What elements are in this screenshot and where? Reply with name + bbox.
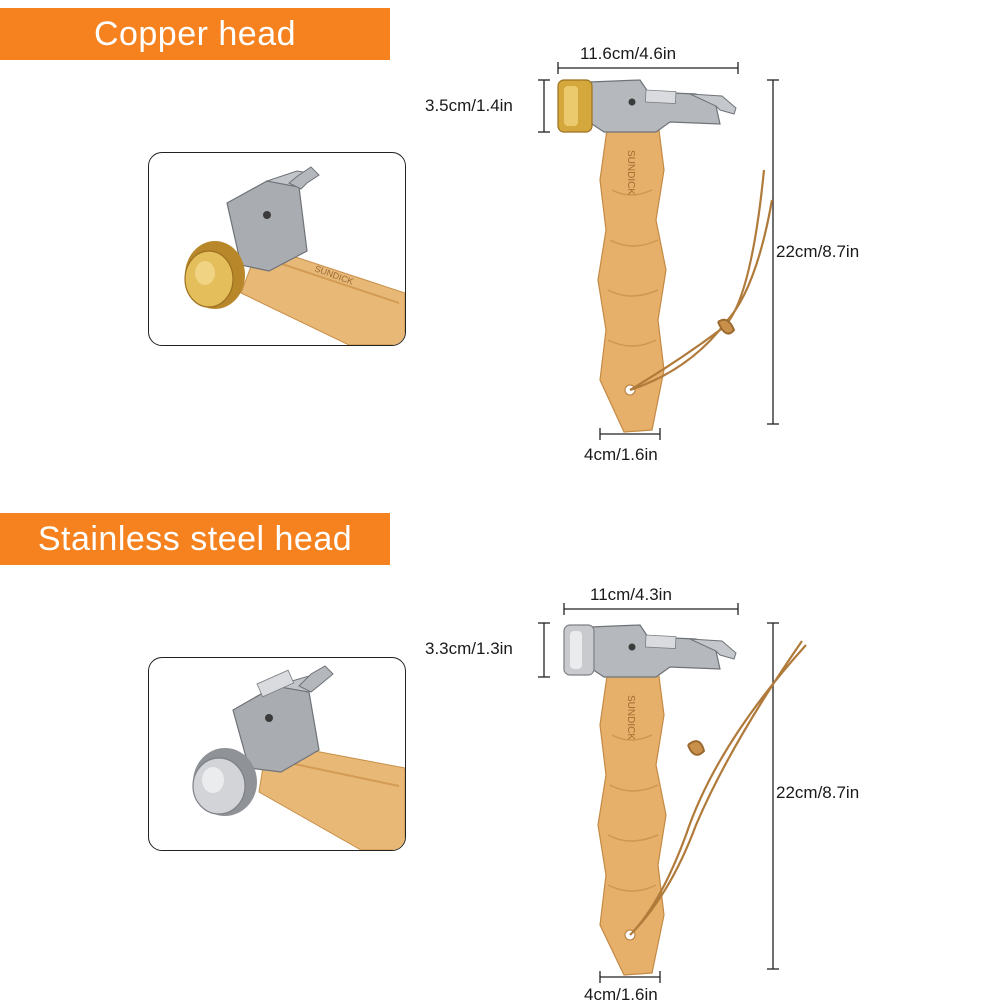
handle-width-label: 4cm/1.6in (584, 985, 658, 1004)
total-length-label: 22cm/8.7in (776, 242, 860, 261)
section-banner: Copper head (0, 8, 390, 60)
hammer-dimension-figure: SUNDICK 11.6cm/4.6in 3.5cm/1.4in 22cm/8.… (425, 40, 920, 480)
hammer-dimension-figure: SUNDICK 11cm/4.3in 3.3cm/1.3in 22cm/8.7i… (425, 545, 920, 1004)
steel-section: Stainless steel head (0, 505, 1000, 1005)
total-length-label: 22cm/8.7in (776, 783, 860, 802)
section-banner: Stainless steel head (0, 513, 390, 565)
head-width-label: 11.6cm/4.6in (580, 44, 677, 63)
head-height-label: 3.5cm/1.4in (425, 96, 513, 115)
head-height-label: 3.3cm/1.3in (425, 639, 513, 658)
handle-width-label: 4cm/1.6in (584, 445, 658, 464)
head-closeup-image (148, 657, 406, 851)
svg-text:SUNDICK: SUNDICK (625, 695, 636, 740)
copper-section: Copper head SUNDICK (0, 0, 1000, 500)
svg-text:SUNDICK: SUNDICK (625, 150, 636, 195)
head-width-label: 11cm/4.3in (590, 585, 672, 604)
head-closeup-image: SUNDICK (148, 152, 406, 346)
